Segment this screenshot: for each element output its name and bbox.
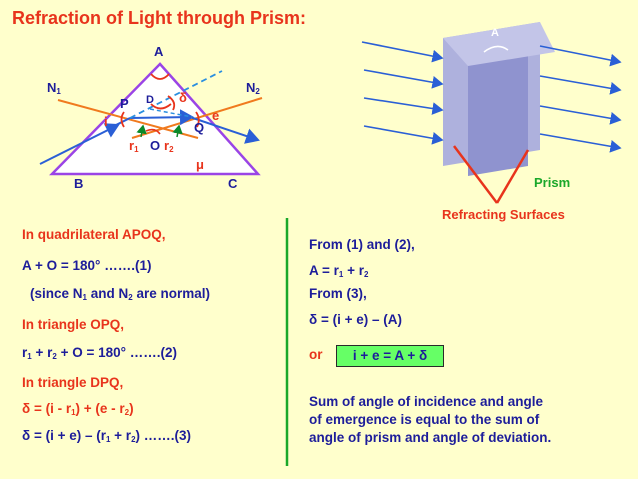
summary-line-2: of emergence is equal to the sum of — [309, 412, 540, 427]
normal-n2 — [131, 97, 263, 139]
r1-arrow — [136, 124, 147, 138]
angle-e-label: e — [212, 108, 220, 123]
incident-ray — [39, 123, 120, 165]
point-q-label: Q — [194, 120, 205, 135]
prism-triangle — [49, 62, 261, 176]
normal-n1-label: N1 — [47, 80, 61, 96]
ray-4 — [363, 125, 444, 145]
left-line-1: In quadrilateral APOQ, — [22, 227, 166, 242]
point-p-label: P — [120, 96, 129, 111]
prism-label: Prism — [534, 175, 571, 190]
r2-arrow — [172, 124, 183, 138]
ray-5 — [539, 45, 622, 67]
r1-label: r1 — [129, 138, 139, 154]
mu-label: μ — [196, 157, 204, 172]
or-label: or — [309, 347, 323, 362]
normal-n2-label: N2 — [246, 80, 260, 96]
vertex-c-label: C — [228, 176, 238, 191]
refracted-ray — [129, 109, 194, 126]
left-line-6: In triangle DPQ, — [22, 375, 124, 390]
prism-3d-face-right — [468, 36, 528, 176]
point-o-label: O — [150, 138, 161, 153]
ray-6 — [539, 75, 622, 95]
ray-3 — [363, 97, 444, 115]
left-line-7: δ = (i - r1) + (e - r2) — [22, 401, 134, 417]
surface-pointer-left — [453, 145, 498, 204]
angle-d-arc — [150, 103, 172, 110]
ray-1 — [361, 41, 444, 63]
angle-o-arc — [145, 128, 161, 135]
angle-e-arc — [195, 111, 200, 128]
ray-7 — [539, 105, 622, 125]
result-equation-box: i + e = A + δ — [336, 345, 444, 367]
right-line-3: From (3), — [309, 286, 367, 301]
left-line-3: (since N1 and N2 are normal) — [30, 286, 210, 302]
summary-line-1: Sum of angle of incidence and angle — [309, 394, 544, 409]
emergent-ray — [189, 116, 260, 144]
point-d-label: D — [146, 94, 154, 106]
refracting-surfaces-label: Refracting Surfaces — [442, 207, 565, 222]
left-line-5: r1 + r2 + O = 180° …….(2) — [22, 345, 178, 361]
vertex-a-label: A — [154, 44, 164, 59]
ray-8 — [539, 133, 622, 153]
prism-3d-apex-arc — [483, 45, 509, 53]
surface-pointer-right — [495, 149, 530, 204]
r2-label: r2 — [164, 138, 174, 154]
right-line-1: From (1) and (2), — [309, 237, 415, 252]
delta-label: δ — [179, 90, 187, 105]
right-line-2: A = r1 + r2 — [309, 263, 369, 279]
summary-line-3: angle of prism and angle of deviation. — [309, 430, 552, 445]
prism-3d-top — [443, 22, 555, 66]
page-title: Refraction of Light through Prism: — [12, 8, 306, 28]
vertex-b-label: B — [74, 176, 84, 191]
left-line-4: In triangle OPQ, — [22, 317, 125, 332]
angle-a-arc — [150, 73, 170, 80]
angle-i-arc — [120, 111, 125, 128]
left-line-2: A + O = 180° …….(1) — [22, 258, 152, 273]
incident-extension — [129, 70, 223, 119]
prism-3d-apex-label: A — [491, 27, 499, 39]
ray-2 — [363, 69, 444, 89]
right-line-4: δ = (i + e) – (A) — [309, 312, 402, 327]
left-line-8: δ = (i + e) – (r1 + r2) …….(3) — [22, 428, 192, 444]
angle-i-label: i — [104, 114, 108, 129]
emergent-extension — [149, 108, 193, 118]
delta-arc — [167, 95, 176, 111]
